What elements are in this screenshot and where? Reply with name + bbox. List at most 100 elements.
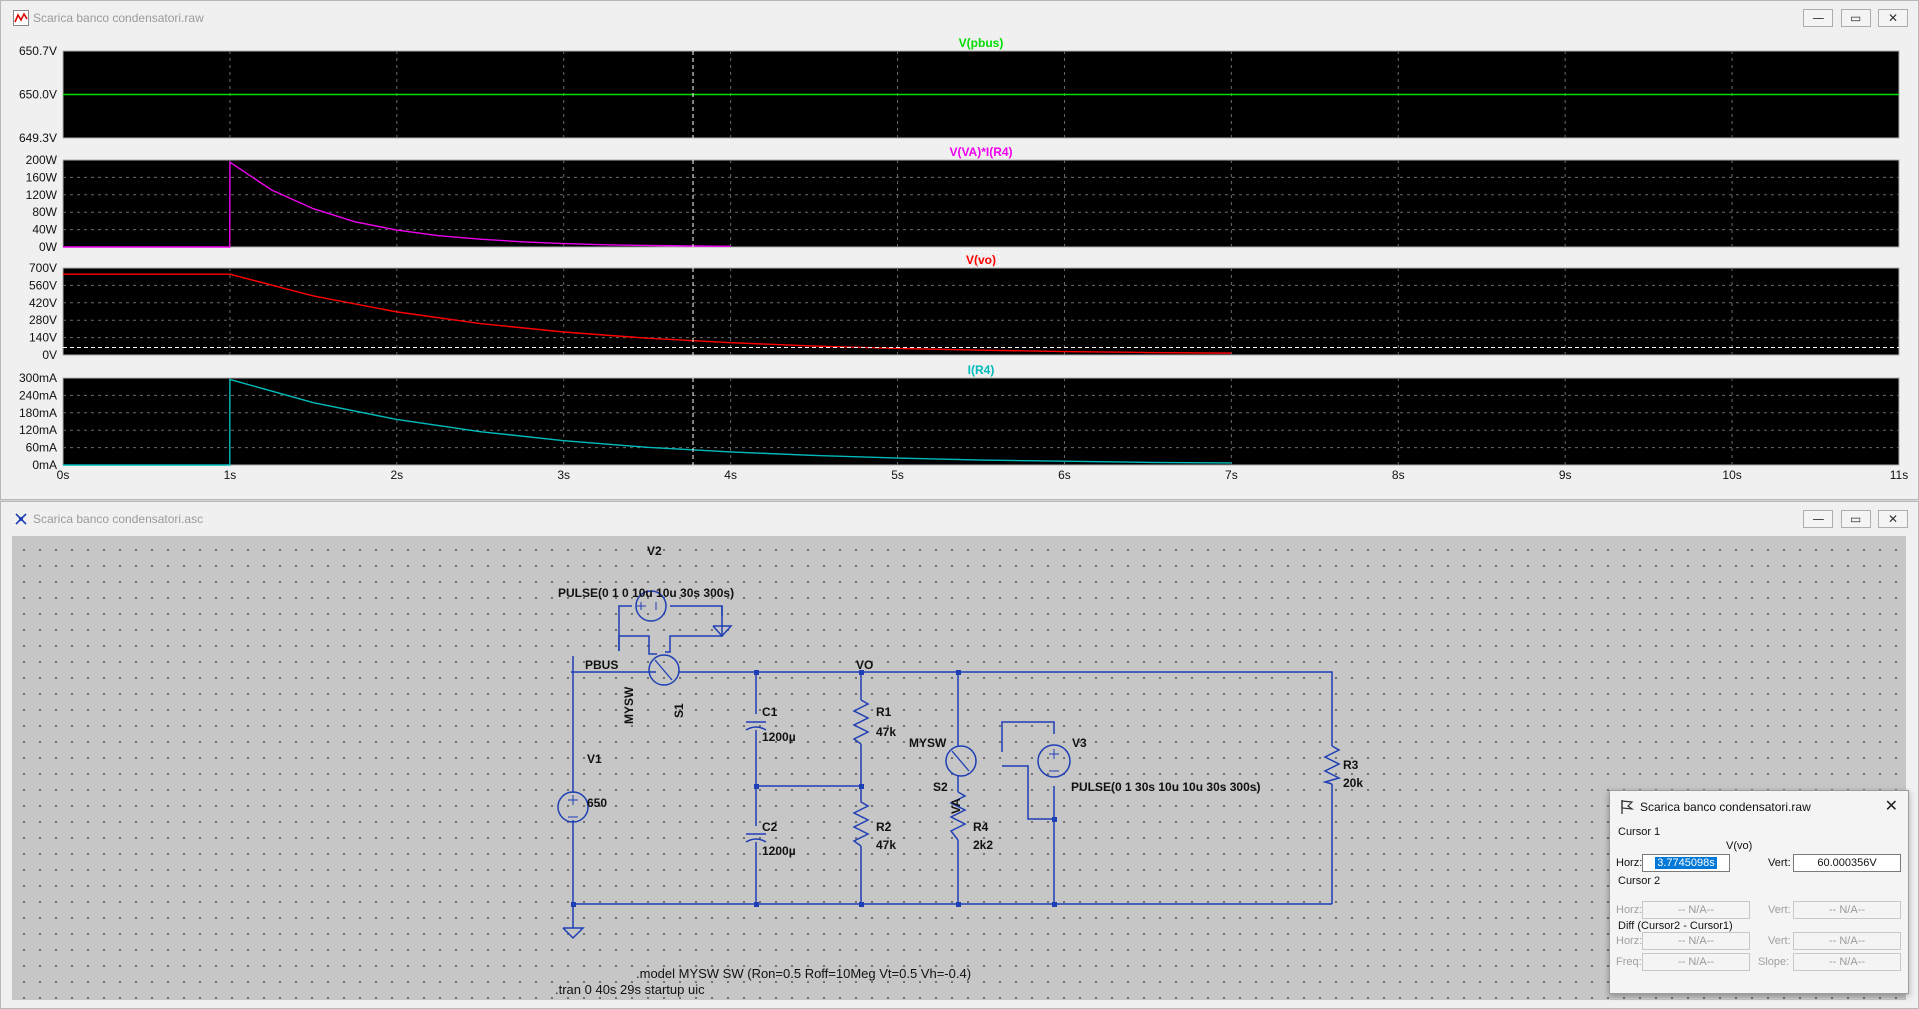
waveform-plot[interactable]: 650.7V650.0V649.3VV(pbus)200W160W120W80W… xyxy=(1,35,1918,499)
y-tick-label: 60mA xyxy=(26,441,57,455)
cursor1-horz-value: 3.7745098s xyxy=(1655,857,1717,869)
x-tick-label: 0s xyxy=(57,468,70,482)
waveform-icon xyxy=(13,10,29,26)
plot-pane-2[interactable] xyxy=(62,267,1900,356)
resistor-r1[interactable] xyxy=(852,699,870,745)
cursor1-vert-label: Vert: xyxy=(1768,857,1791,869)
y-tick-label: 420V xyxy=(29,296,57,310)
plot-pane-1[interactable] xyxy=(62,159,1900,248)
y-tick-label: 280V xyxy=(29,313,57,327)
plot-window-title: Scarica banco condensatori.raw xyxy=(33,11,204,25)
voltage-source-v1[interactable] xyxy=(557,791,589,823)
value-v2: PULSE(0 1 0 10u 10u 30s 300s) xyxy=(558,586,735,600)
resistor-r4[interactable] xyxy=(949,791,967,841)
diff-vert-label: Vert: xyxy=(1768,935,1791,947)
y-tick-label: 0V xyxy=(42,348,57,362)
tran-directive[interactable]: .tran 0 40s 29s startup uic xyxy=(555,982,705,997)
schematic-wires xyxy=(571,605,1333,928)
model-s2: MYSW xyxy=(909,736,947,750)
schematic-window-titlebar[interactable]: Scarica banco condensatori.asc — ▭ ✕ xyxy=(1,502,1918,536)
switch-s1[interactable] xyxy=(648,654,680,686)
y-tick-label: 200W xyxy=(26,153,58,167)
diff-horz-label: Horz: xyxy=(1616,935,1643,947)
label-r1: R1 xyxy=(876,705,892,719)
plot-window[interactable]: Scarica banco condensatori.raw — ▭ ✕ 650… xyxy=(0,0,1919,500)
close-button[interactable]: ✕ xyxy=(1878,510,1908,528)
x-tick-label: 2s xyxy=(390,468,403,482)
voltage-source-v3[interactable] xyxy=(1037,744,1071,778)
label-r2: R2 xyxy=(876,820,892,834)
close-button[interactable]: ✕ xyxy=(1878,9,1908,27)
trace-V(VA)*I(R4)[interactable] xyxy=(63,160,731,248)
maximize-button[interactable]: ▭ xyxy=(1840,9,1871,27)
switch-s2[interactable] xyxy=(945,745,977,777)
x-tick-label: 11s xyxy=(1890,468,1908,482)
trace-title[interactable]: I(R4) xyxy=(968,363,995,377)
label-r3: R3 xyxy=(1343,758,1359,772)
cursor1-vert-field[interactable]: 60.000356V xyxy=(1793,854,1901,872)
trace-title[interactable]: V(pbus) xyxy=(959,36,1004,50)
cursor2-label: Cursor 2 xyxy=(1618,875,1661,887)
y-tick-label: 160W xyxy=(26,170,58,184)
value-r2: 47k xyxy=(876,838,897,852)
cursor1-trace: V(vo) xyxy=(1726,840,1753,852)
cursor2-horz-label: Horz: xyxy=(1616,904,1643,916)
x-tick-label: 4s xyxy=(724,468,737,482)
ground-symbol xyxy=(562,927,585,940)
y-tick-label: 560V xyxy=(29,278,57,292)
voltage-source-v2[interactable] xyxy=(635,590,667,622)
trace-title-selection xyxy=(962,251,1000,267)
value-r3: 20k xyxy=(1343,776,1364,790)
cursor2-vert-field: -- N/A-- xyxy=(1793,901,1901,919)
cursor2-horz-field: -- N/A-- xyxy=(1642,901,1750,919)
minimize-button[interactable]: — xyxy=(1803,9,1834,27)
y-tick-label: 120W xyxy=(26,188,58,202)
net-vo: VO xyxy=(856,658,874,672)
capacitor-c1[interactable] xyxy=(745,721,767,731)
minimize-button[interactable]: — xyxy=(1803,510,1834,528)
net-pbus: PBUS xyxy=(585,658,619,672)
y-tick-label: 0W xyxy=(39,240,58,254)
label-r4: R4 xyxy=(973,820,989,834)
diff-slope-label: Slope: xyxy=(1758,956,1790,968)
x-tick-label: 5s xyxy=(891,468,904,482)
close-icon[interactable]: ✕ xyxy=(1884,796,1898,815)
value-c1: 1200µ xyxy=(762,730,796,744)
maximize-button[interactable]: ▭ xyxy=(1840,510,1871,528)
x-tick-label: 8s xyxy=(1392,468,1405,482)
schematic-junctions xyxy=(571,670,1057,907)
resistor-r2[interactable] xyxy=(852,801,870,847)
x-tick-label: 6s xyxy=(1058,468,1071,482)
y-tick-label: 40W xyxy=(32,223,57,237)
cursor1-label: Cursor 1 xyxy=(1618,826,1661,838)
plot-pane-3[interactable] xyxy=(62,377,1900,466)
schematic-window-title: Scarica banco condensatori.asc xyxy=(33,512,204,526)
label-s2: S2 xyxy=(933,780,948,794)
trace-I(R4)[interactable] xyxy=(63,378,1232,466)
schematic-canvas[interactable]: V2 PULSE(0 1 0 10u 10u 30s 300s) PBUS VO… xyxy=(12,536,1906,1000)
model-directive[interactable]: .model MYSW SW (Ron=0.5 Roff=10Meg Vt=0.… xyxy=(636,966,972,981)
capacitor-c2[interactable] xyxy=(745,833,767,843)
label-v2: V2 xyxy=(647,544,662,558)
value-v1: 650 xyxy=(587,796,608,810)
plot-window-titlebar[interactable]: Scarica banco condensatori.raw — ▭ ✕ xyxy=(1,1,1918,35)
value-r4: 2k2 xyxy=(973,838,994,852)
cursor-dialog[interactable]: Scarica banco condensatori.raw ✕ Cursor … xyxy=(1609,790,1909,994)
trace-title[interactable]: V(VA)*I(R4) xyxy=(949,145,1012,159)
model-s1: MYSW xyxy=(622,686,636,724)
schematic-icon xyxy=(15,513,27,525)
diff-vert-field: -- N/A-- xyxy=(1793,932,1901,950)
trace-V(vo)[interactable] xyxy=(63,273,1232,354)
cursor1-horz-field[interactable]: 3.7745098s xyxy=(1642,854,1730,872)
trace-title[interactable]: V(vo) xyxy=(966,253,996,267)
resistor-r3[interactable] xyxy=(1322,745,1342,785)
x-tick-label: 1s xyxy=(224,468,237,482)
y-tick-label: 649.3V xyxy=(19,131,57,145)
y-tick-label: 650.0V xyxy=(19,88,57,102)
cursor-dialog-title: Scarica banco condensatori.raw xyxy=(1640,800,1811,814)
value-c2: 1200µ xyxy=(762,844,796,858)
cursor2-vert-label: Vert: xyxy=(1768,904,1791,916)
label-s1: S1 xyxy=(672,703,686,718)
y-tick-label: 80W xyxy=(32,205,57,219)
label-v1: V1 xyxy=(587,752,602,766)
